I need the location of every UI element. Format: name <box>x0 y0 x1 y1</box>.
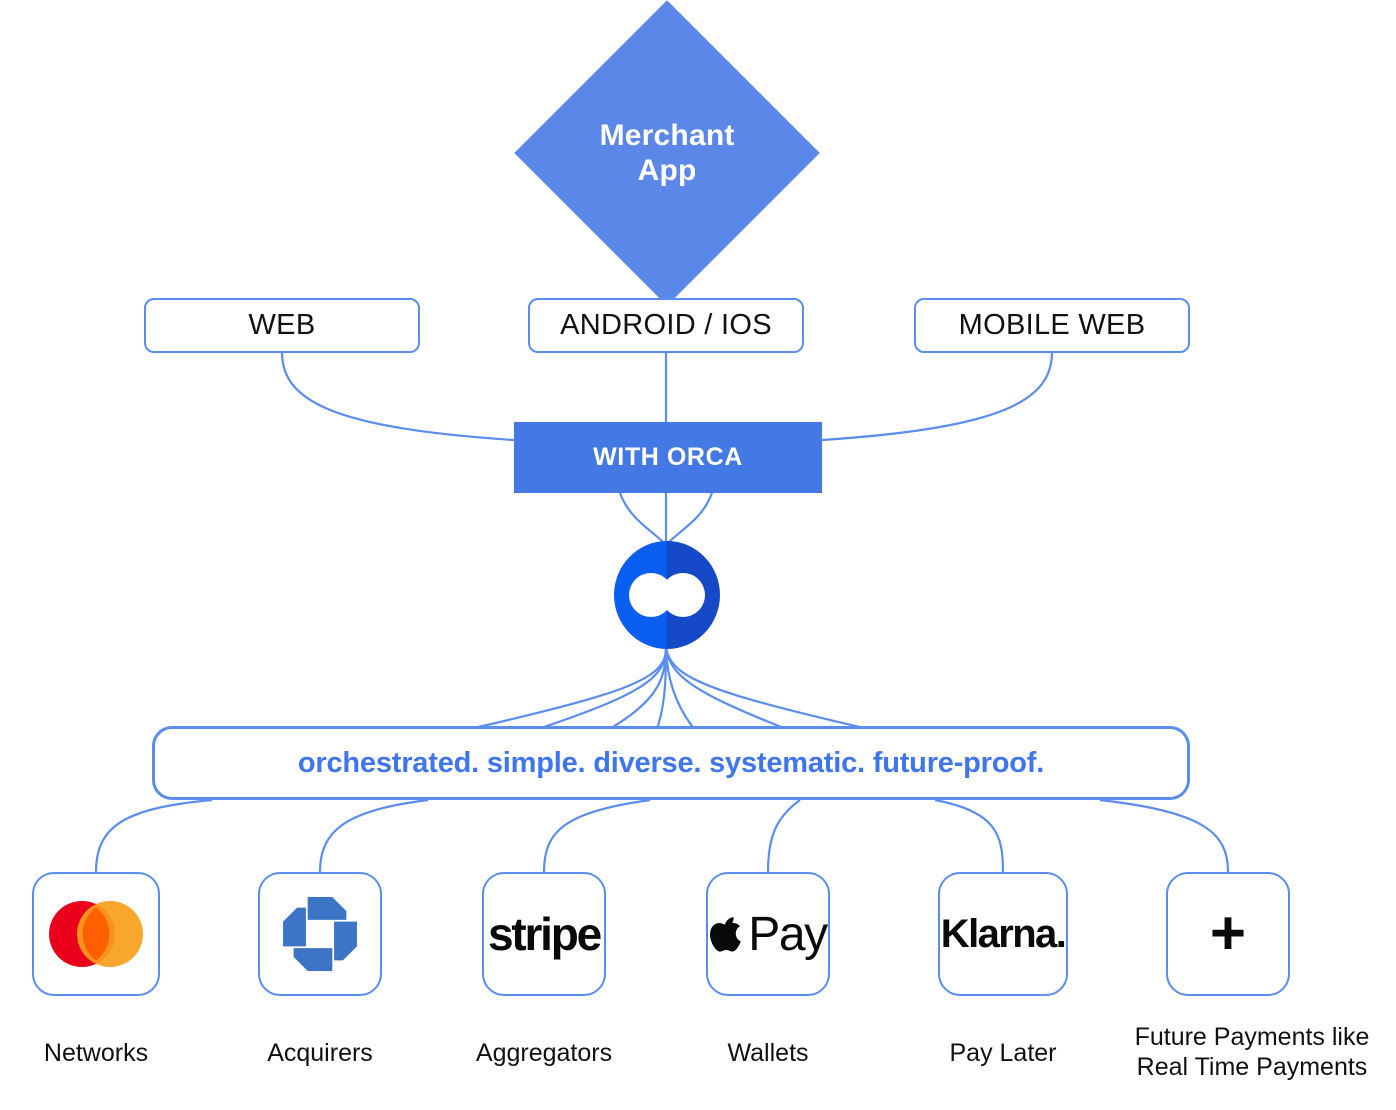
channel-pill-android-ios[interactable]: ANDROID / IOS <box>528 298 804 353</box>
channel-pill-web[interactable]: WEB <box>144 298 420 353</box>
merchant-app-label-line1: Merchant <box>599 118 735 152</box>
rail-caption-aggregators: Aggregators <box>475 1039 613 1067</box>
with-orca-label: WITH ORCA <box>593 443 743 471</box>
rail-caption-wallets: Wallets <box>727 1039 809 1067</box>
rail-card-wallets[interactable]: Pay <box>706 872 830 996</box>
channel-pill-mobile-web-label: MOBILE WEB <box>958 309 1146 341</box>
orca-logo <box>614 541 720 649</box>
chase-logo <box>283 897 357 971</box>
klarna-wordmark: Klarna. <box>940 911 1066 956</box>
rail-caption-pay-later: Pay Later <box>949 1039 1057 1067</box>
plus-icon: + <box>1209 899 1247 968</box>
rail-card-future-payments[interactable]: + <box>1166 872 1290 996</box>
rail-card-aggregators[interactable]: stripe <box>482 872 606 996</box>
merchant-app-node: Merchant App <box>514 0 820 306</box>
rail-card-pay-later[interactable]: Klarna. <box>938 872 1068 996</box>
apple-pay-logo: Pay <box>709 907 828 962</box>
rail-caption-acquirers: Acquirers <box>267 1039 373 1067</box>
orca-logo-mark <box>614 541 720 649</box>
channel-pill-android-ios-label: ANDROID / IOS <box>560 309 772 341</box>
channel-pill-mobile-web[interactable]: MOBILE WEB <box>914 298 1190 353</box>
merchant-app-label: Merchant App <box>600 118 735 189</box>
tagline-text: orchestrated. simple. diverse. systemati… <box>297 746 1045 779</box>
rail-caption-future-payments-line2: Real Time Payments <box>1136 1053 1368 1081</box>
rail-card-networks[interactable] <box>32 872 160 996</box>
apple-pay-wordmark: Pay <box>748 907 828 961</box>
rail-caption-future-payments: Future Payments like Real Time Payments <box>1120 1022 1384 1082</box>
merchant-app-label-line2: App <box>637 154 697 187</box>
with-orca-bar[interactable]: WITH ORCA <box>514 422 822 493</box>
mastercard-logo <box>49 901 143 967</box>
rail-caption-future-payments-line1: Future Payments like <box>1134 1023 1370 1051</box>
tagline-bar: orchestrated. simple. diverse. systemati… <box>152 726 1190 800</box>
channel-pill-web-label: WEB <box>248 309 316 341</box>
rail-card-acquirers[interactable] <box>258 872 382 996</box>
merchant-app-diamond: Merchant App <box>514 0 820 306</box>
apple-icon <box>710 917 742 952</box>
rail-caption-networks: Networks <box>43 1039 149 1067</box>
stripe-wordmark: stripe <box>487 908 602 960</box>
